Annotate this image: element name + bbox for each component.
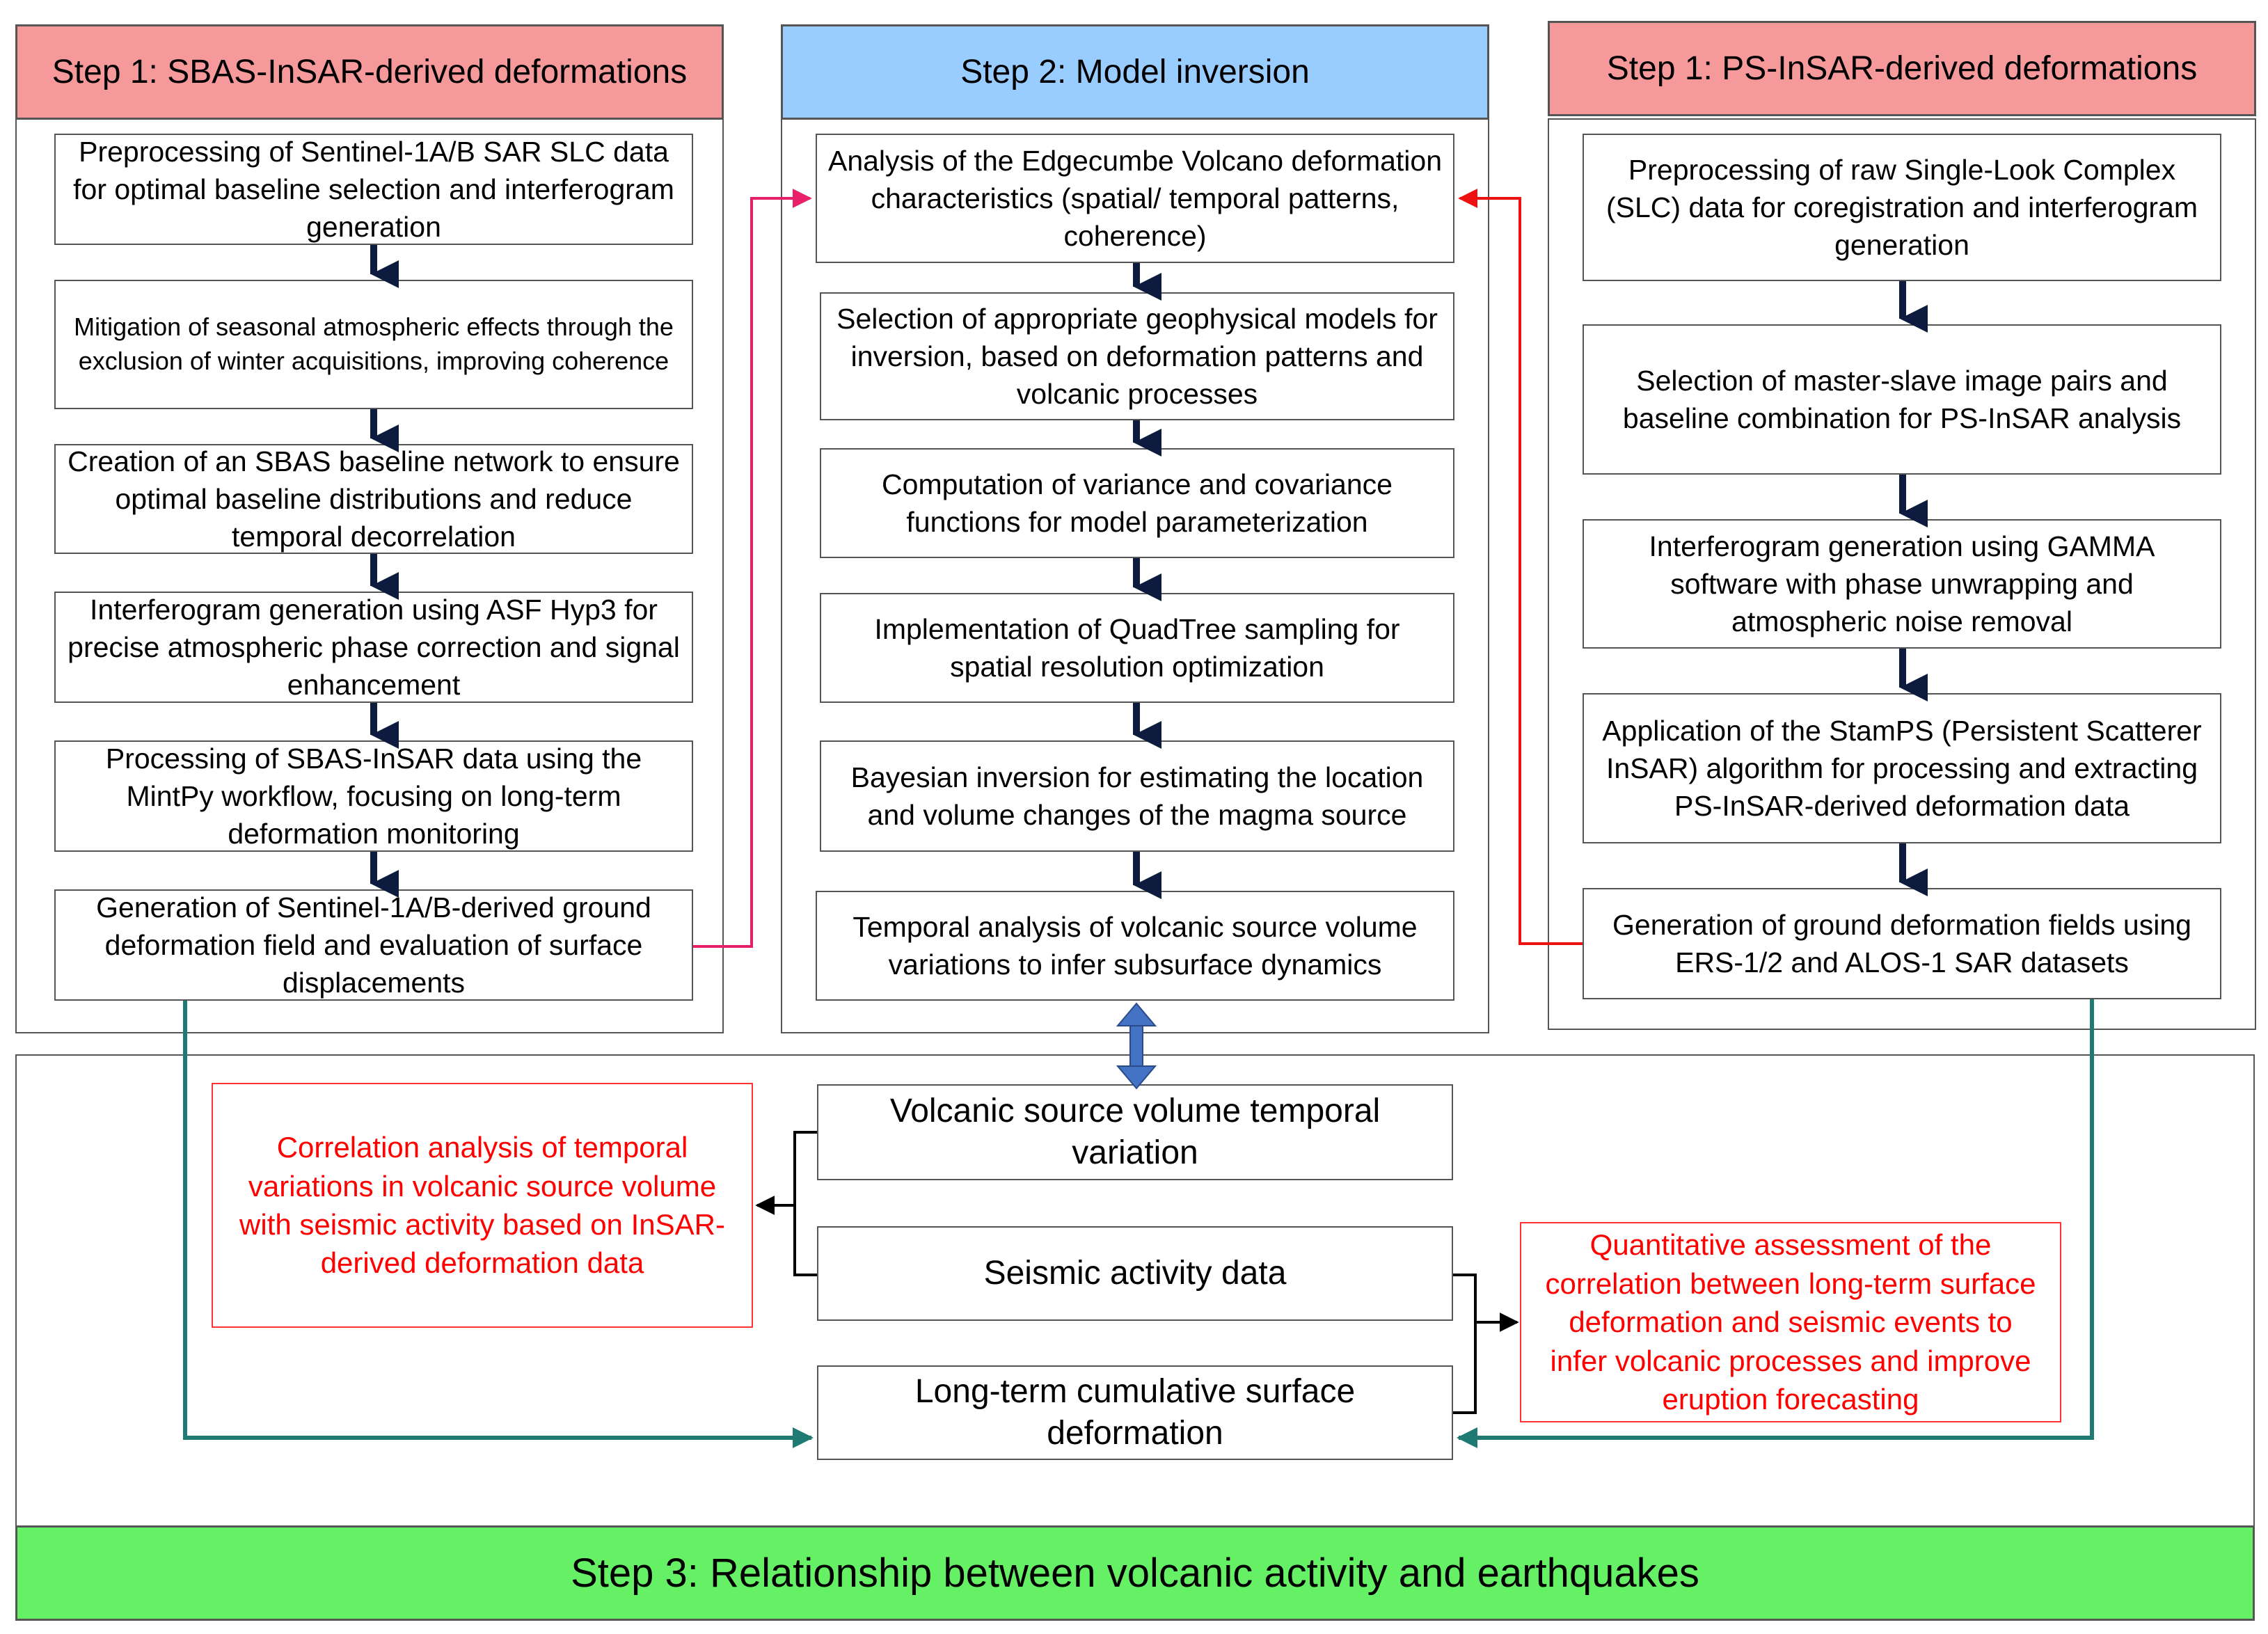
- cumulative-deformation-box: Long-term cumulative surface deformation: [817, 1365, 1453, 1460]
- inversion-step-bayesian: Bayesian inversion for estimating the lo…: [820, 740, 1454, 852]
- ps-panel: [1548, 118, 2256, 1030]
- sbas-to-inversion-link: [693, 189, 812, 948]
- ps-step-gamma-interferogram: Interferogram generation using GAMMA sof…: [1583, 519, 2221, 649]
- inversion-step-model-selection: Selection of appropriate geophysical mod…: [820, 292, 1454, 420]
- sbas-header: Step 1: SBAS-InSAR-derived deformations: [15, 24, 724, 120]
- right-bracket: [1453, 1274, 1477, 1414]
- sbas-step-mintpy: Processing of SBAS-InSAR data using the …: [54, 740, 693, 852]
- inversion-step-characteristics: Analysis of the Edgecumbe Volcano deform…: [816, 134, 1454, 263]
- volume-variation-box: Volcanic source volume temporal variatio…: [817, 1084, 1453, 1180]
- ps-step-deformation-fields: Generation of ground deformation fields …: [1583, 888, 2221, 999]
- inversion-step-quadtree: Implementation of QuadTree sampling for …: [820, 593, 1454, 703]
- sbas-step-baseline-network: Creation of an SBAS baseline network to …: [54, 444, 693, 554]
- sbas-step-preprocessing: Preprocessing of Sentinel-1A/B SAR SLC d…: [54, 134, 693, 245]
- ps-to-cumulative-link: [1457, 999, 2094, 1448]
- sbas-step-deformation-field: Generation of Sentinel-1A/B-derived grou…: [54, 889, 693, 1001]
- inversion-step-temporal-analysis: Temporal analysis of volcanic source vol…: [816, 891, 1454, 1001]
- sbas-step-hyp3-interferogram: Interferogram generation using ASF Hyp3 …: [54, 592, 693, 703]
- ps-step-stamps: Application of the StamPS (Persistent Sc…: [1583, 693, 2221, 843]
- seismic-activity-box: Seismic activity data: [817, 1226, 1453, 1321]
- inversion-step-covariance: Computation of variance and covariance f…: [820, 448, 1454, 558]
- model-inversion-header: Step 2: Model inversion: [781, 24, 1489, 120]
- left-bracket: [793, 1131, 817, 1276]
- ps-step-pair-selection: Selection of master-slave image pairs an…: [1583, 324, 2221, 475]
- ps-header: Step 1: PS-InSAR-derived deformations: [1548, 21, 2256, 116]
- sbas-to-cumulative-link: [183, 1001, 814, 1448]
- relationship-header: Step 3: Relationship between volcanic ac…: [15, 1525, 2255, 1621]
- ps-step-preprocessing: Preprocessing of raw Single-Look Complex…: [1583, 134, 2221, 281]
- inversion-volume-double-arrow: [1116, 1002, 1157, 1090]
- ps-to-inversion-link: [1458, 189, 1583, 945]
- sbas-step-atmospheric-mitigation: Mitigation of seasonal atmospheric effec…: [54, 280, 693, 409]
- correlation-analysis-box: Correlation analysis of temporal variati…: [212, 1083, 753, 1328]
- quantitative-assessment-box: Quantitative assessment of the correlati…: [1520, 1222, 2061, 1422]
